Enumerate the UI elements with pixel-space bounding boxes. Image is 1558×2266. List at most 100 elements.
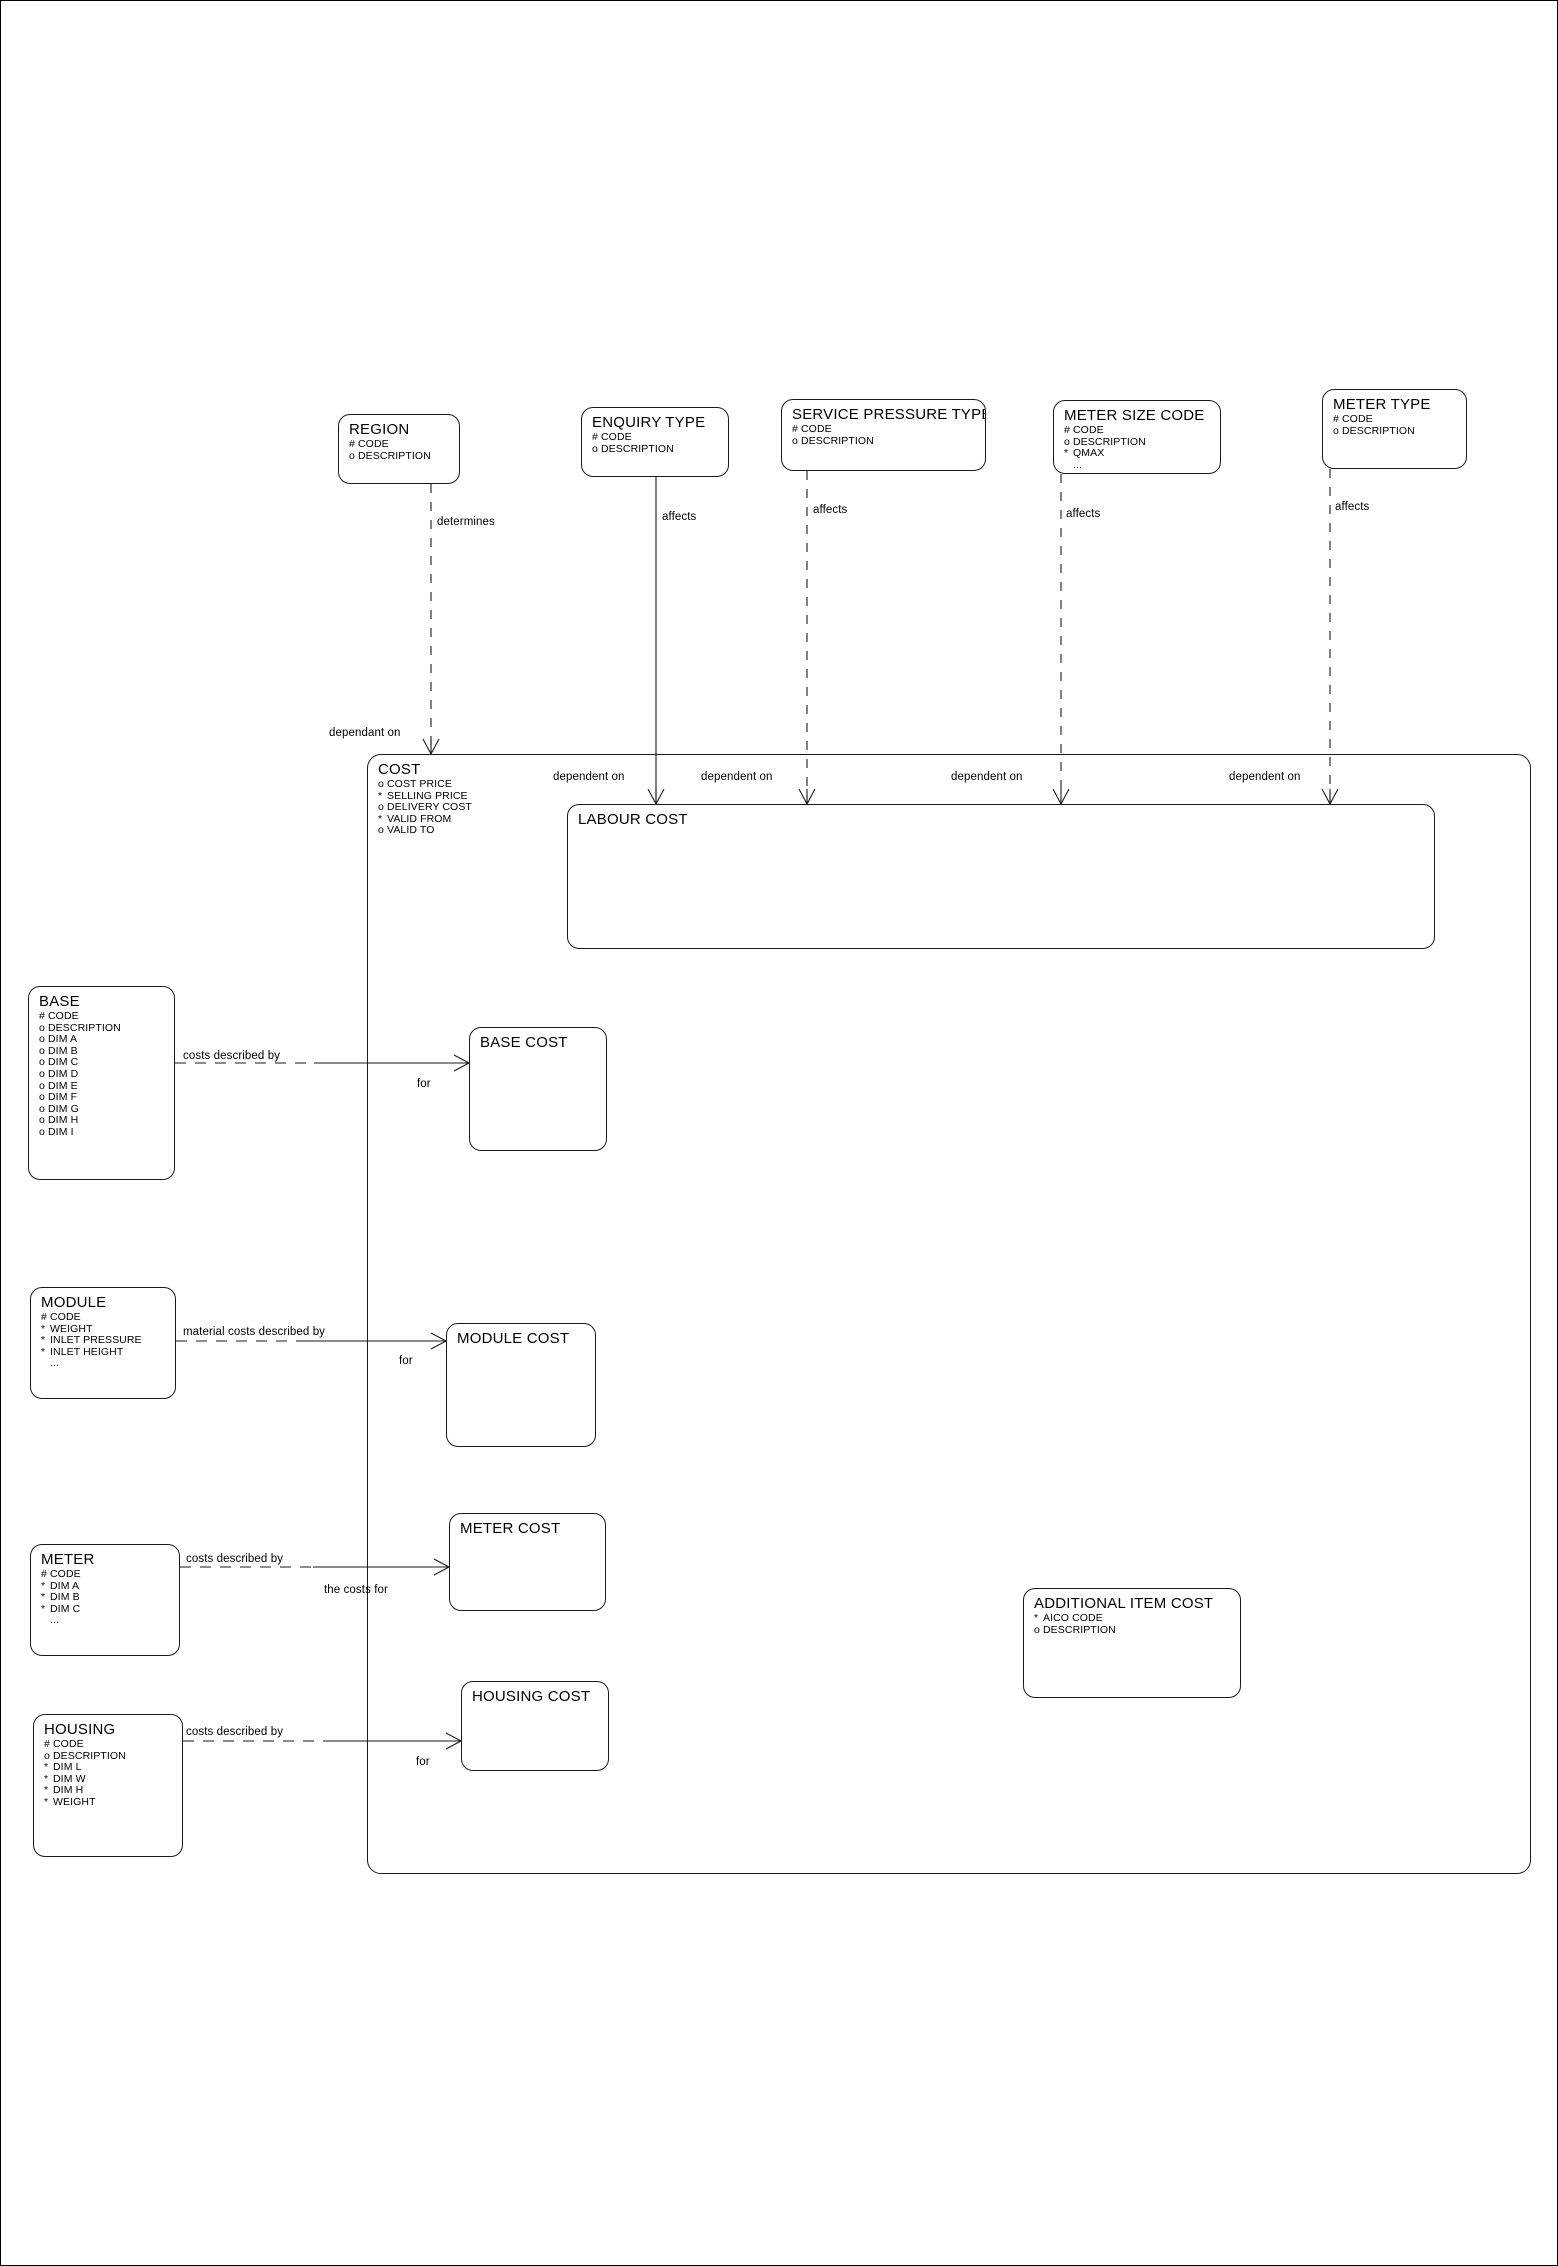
attribute-label: CODE	[1073, 424, 1104, 436]
attribute-marker: o	[39, 1021, 45, 1034]
attribute-row: *SELLING PRICE	[378, 789, 1530, 803]
attribute-marker: *	[1034, 1612, 1039, 1624]
attribute-marker: o	[44, 1749, 50, 1762]
attribute-label: DESCRIPTION	[801, 434, 874, 447]
attribute-marker: *	[378, 812, 383, 825]
attribute-label: CODE	[358, 438, 389, 450]
attribute-row: ...	[41, 1615, 179, 1627]
attribute-row: * DIM H	[44, 1785, 182, 1797]
attribute-marker: #	[41, 1568, 47, 1580]
attribute-label: AICO CODE	[1043, 1612, 1103, 1624]
attribute-label: DESCRIPTION	[1342, 424, 1415, 437]
attribute-marker: *	[44, 1772, 49, 1785]
attribute-marker: o	[1034, 1623, 1040, 1636]
attribute-label: DIM H	[53, 1784, 84, 1797]
relationship-label-base-cost-for: for	[417, 1078, 431, 1090]
attribute-label: DESCRIPTION	[358, 449, 431, 462]
attribute-label: DESCRIPTION	[1043, 1623, 1116, 1636]
attribute-row: *VALID FROM	[378, 812, 1530, 826]
entity-name: MODULE COST	[457, 1330, 570, 1347]
attribute-marker: *	[44, 1795, 49, 1808]
attribute-row: *DIM L	[44, 1761, 182, 1774]
relationship-label-dependent-on-metersize: dependent on	[951, 771, 1023, 783]
attribute-row: *DIM A	[41, 1580, 179, 1593]
attribute-row: *DIM C	[41, 1602, 179, 1616]
attribute-label: CODE	[1342, 413, 1373, 425]
relationship-label-affects-metersize: affects	[1066, 508, 1101, 520]
relationship-label-dependent-on-metertype: dependent on	[1229, 771, 1301, 783]
attribute-label: DIM C	[50, 1602, 81, 1615]
attribute-label: QMAX	[1073, 447, 1105, 460]
attribute-marker: *	[44, 1784, 49, 1797]
attribute-row: *QMAX	[1064, 447, 1220, 460]
attribute-label: SELLING PRICE	[387, 789, 468, 802]
attribute-marker: *	[41, 1322, 46, 1335]
attribute-marker: o	[39, 1079, 45, 1092]
attribute-label: DIM C	[48, 1056, 79, 1069]
relationship-label-meter-costs-described-by: costs described by	[186, 1553, 284, 1565]
attribute-list: #CODE *DIM A *DIM B *DIM C ...	[41, 1568, 179, 1627]
entity-module-cost[interactable]: MODULE COST	[446, 1323, 596, 1447]
attribute-label: WEIGHT	[50, 1322, 93, 1335]
entity-name: ADDITIONAL ITEM COST	[1034, 1595, 1214, 1612]
connector-metertype-labour	[1321, 469, 1339, 805]
entity-base-cost[interactable]: BASE COST	[469, 1027, 607, 1151]
attribute-label: DESCRIPTION	[601, 442, 674, 455]
attribute-marker: o	[792, 434, 798, 447]
attribute-marker: o	[39, 1114, 45, 1127]
attribute-row: #CODE	[592, 431, 728, 444]
entity-name: REGION	[349, 421, 410, 438]
attribute-label: CODE	[50, 1311, 81, 1323]
attribute-row: #CODE	[41, 1568, 179, 1581]
entity-module[interactable]: MODULE #CODE *WEIGHT *INLET PRESSURE *IN…	[30, 1287, 176, 1399]
attribute-label: DIM L	[53, 1761, 82, 1774]
entity-meter-cost[interactable]: METER COST	[449, 1513, 606, 1611]
attribute-row: #CODE	[44, 1738, 182, 1751]
attribute-marker: #	[41, 1311, 47, 1323]
attribute-label: DIM E	[48, 1079, 78, 1092]
entity-name: BASE COST	[480, 1034, 568, 1051]
attribute-row: #CODE	[1333, 413, 1466, 426]
attribute-marker: o	[39, 1033, 45, 1046]
entity-housing-cost[interactable]: HOUSING COST	[461, 1681, 609, 1771]
entity-name: LABOUR COST	[578, 811, 688, 828]
attribute-label: DIM B	[48, 1044, 78, 1057]
attribute-label: INLET PRESSURE	[50, 1334, 142, 1347]
attribute-marker: #	[39, 1010, 45, 1022]
entity-labour-cost[interactable]: LABOUR COST	[567, 804, 1435, 949]
relationship-label-affects-pressure: affects	[813, 504, 848, 516]
attribute-marker: *	[41, 1345, 46, 1358]
relationship-label-module-cost-for: for	[399, 1355, 413, 1367]
attribute-row: * AICO CODE	[1034, 1612, 1240, 1625]
attribute-marker: o	[39, 1056, 45, 1069]
attribute-label: CODE	[50, 1568, 81, 1580]
connector-module-modulecost	[176, 1332, 447, 1350]
entity-meter[interactable]: METER #CODE *DIM A *DIM B *DIM C ...	[30, 1544, 180, 1656]
attribute-label: CODE	[53, 1738, 84, 1750]
